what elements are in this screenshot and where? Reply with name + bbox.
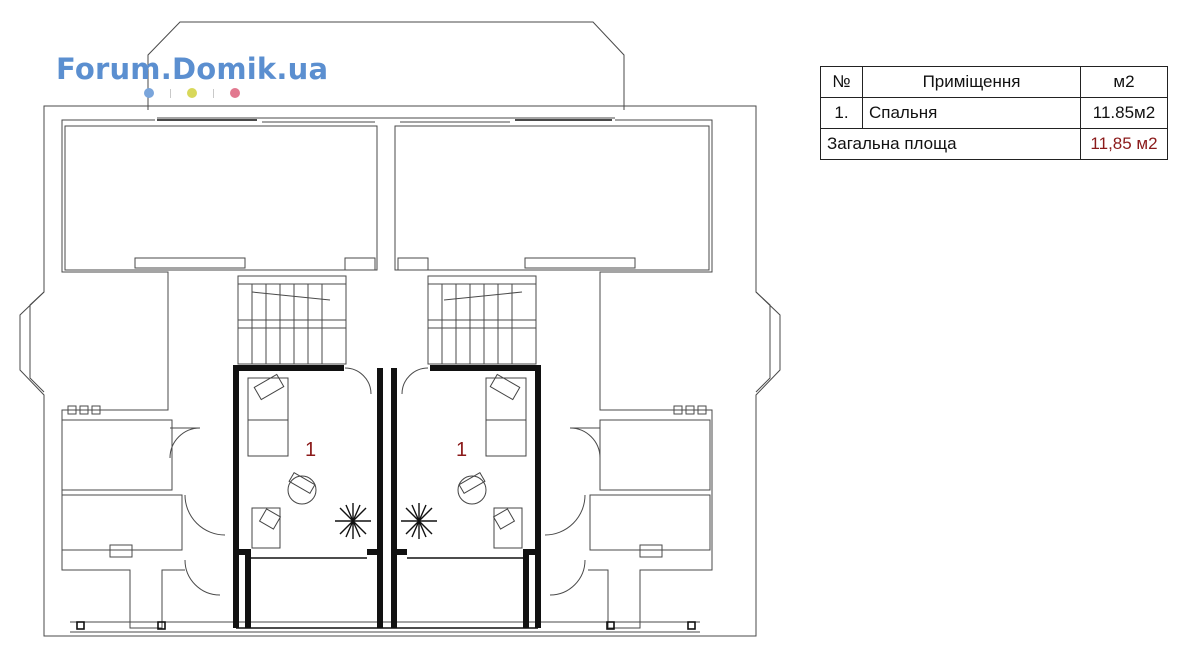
inner-wall-outline <box>61 119 185 629</box>
plant-right <box>401 503 437 539</box>
desk-right <box>457 471 523 549</box>
area-table: № Приміщення м2 1. Спальня 11.85м2 Загал… <box>820 66 1168 160</box>
header-area: м2 <box>1080 66 1168 98</box>
room-label-left: 1 <box>305 439 316 461</box>
dot-yellow <box>187 88 197 98</box>
table-row: 1. Спальня 11.85м2 <box>820 97 1168 129</box>
total-label: Загальна площа <box>820 128 1081 160</box>
plant-left <box>335 503 371 539</box>
bed-left <box>247 373 289 457</box>
upper-room-right <box>394 125 710 271</box>
table-header-row: № Приміщення м2 <box>820 66 1168 98</box>
left-room-b <box>61 494 183 551</box>
bed-right <box>485 373 527 457</box>
watermark-dots <box>144 88 240 98</box>
desk-left <box>251 471 317 549</box>
upper-room-left <box>64 125 378 271</box>
table-total-row: Загальна площа 11,85 м2 <box>820 128 1168 160</box>
outer-wall-outline <box>19 105 781 637</box>
staircase-right <box>427 275 537 365</box>
header-number: № <box>820 66 863 98</box>
right-room-a <box>599 419 711 491</box>
roof-outline <box>147 21 625 110</box>
room-label-right: 1 <box>456 439 467 461</box>
bedroom-wall-right <box>430 365 541 628</box>
left-room-a <box>61 419 173 491</box>
right-room-b <box>589 494 711 551</box>
total-value: 11,85 м2 <box>1080 128 1168 160</box>
row-area: 11.85м2 <box>1080 97 1168 129</box>
dot-blue <box>144 88 154 98</box>
dot-pink <box>230 88 240 98</box>
inner-wall-outline-right <box>588 119 713 629</box>
bedroom-wall-left <box>233 365 344 628</box>
row-room-name: Спальня <box>862 97 1081 129</box>
row-number: 1. <box>820 97 863 129</box>
header-room: Приміщення <box>862 66 1081 98</box>
staircase-left <box>237 275 347 365</box>
watermark-logo: Forum.Domik.ua <box>56 52 329 86</box>
